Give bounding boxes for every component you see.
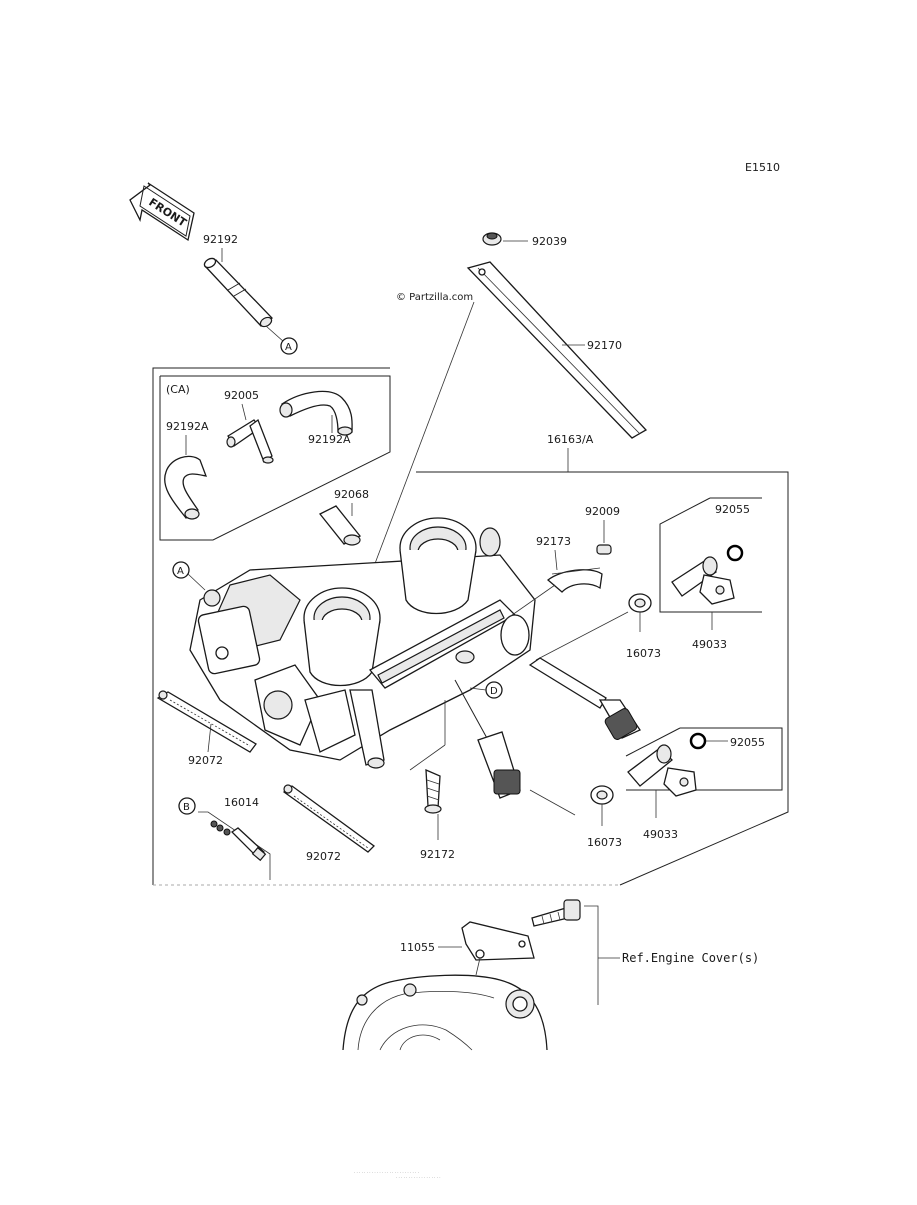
- label-49033-top: 49033: [692, 638, 727, 651]
- sensor-harness-icon: [528, 657, 641, 740]
- throttle-body-assembly: [189, 517, 536, 769]
- ref-engine-cover-text: Ref.Engine Cover(s): [622, 951, 759, 965]
- label-49033-bottom: 49033: [643, 828, 678, 841]
- label-11055: 11055: [400, 941, 435, 954]
- injector-group-bottom-frame: [626, 727, 783, 791]
- bracket-11055-icon: [461, 921, 535, 961]
- hose-92192-icon: [203, 257, 273, 328]
- clip-92039-icon: [482, 232, 502, 246]
- label-92009: 92009: [585, 505, 620, 518]
- label-92039: 92039: [532, 235, 567, 248]
- connector-icon: [454, 679, 521, 799]
- bolt-92172-icon: [424, 768, 442, 814]
- assembly-frame-outline: [416, 471, 789, 886]
- label-16073-top: 16073: [626, 647, 661, 660]
- callout-b: [178, 797, 196, 815]
- washer-16073-top-icon: [628, 593, 652, 613]
- callout-a-top-label: A: [285, 342, 292, 353]
- label-16073-bottom: 16073: [587, 836, 622, 849]
- label-92192: 92192: [203, 233, 238, 246]
- hose-92192a-left-icon: [164, 455, 208, 520]
- variant-label: (CA): [166, 383, 190, 396]
- label-16014: 16014: [224, 796, 259, 809]
- ca-inset-box: [152, 367, 391, 885]
- label-92192a-right: 92192A: [308, 433, 351, 446]
- spring-set-16014-icon: [210, 820, 267, 862]
- washer-16073-bottom-icon: [590, 785, 614, 805]
- callout-a-left-label: A: [177, 566, 184, 577]
- footer-fine-print-2: · · · · · · · · · · · · · · · · · ·: [396, 1175, 441, 1180]
- injector-49033-bottom-icon: [627, 744, 697, 797]
- label-92005: 92005: [224, 389, 259, 402]
- band-92170-icon: [466, 261, 648, 439]
- label-92192a-left: 92192A: [166, 420, 209, 433]
- sleeve-92068-icon: [318, 505, 362, 546]
- footer-fine-print-1: · · · · · · · · · · · · · · · · · · · · …: [354, 1170, 419, 1175]
- watermark: © Partzilla.com: [396, 292, 473, 303]
- label-92172: 92172: [420, 848, 455, 861]
- label-92055-bottom: 92055: [730, 736, 765, 749]
- cable-tie-92072-left-icon: [156, 690, 257, 753]
- tee-joint-92005-icon: [226, 418, 274, 464]
- label-92068: 92068: [334, 488, 369, 501]
- callout-a-top: [280, 337, 298, 355]
- label-16163a: 16163/A: [547, 433, 594, 446]
- callout-b-label: B: [183, 802, 190, 813]
- diagram-code: E1510: [745, 161, 780, 174]
- injector-49033-top-icon: [671, 556, 735, 605]
- label-92170: 92170: [587, 339, 622, 352]
- callout-d-label: D: [490, 686, 498, 697]
- front-arrow-icon: FRONT: [129, 182, 195, 242]
- oring-92055-bottom-icon: [689, 732, 707, 750]
- label-92173: 92173: [536, 535, 571, 548]
- injector-group-top-frame: [659, 497, 762, 613]
- cable-tie-92072-bottom-icon: [282, 784, 375, 853]
- oring-92055-top-icon: [726, 544, 744, 562]
- label-92072-left: 92072: [188, 754, 223, 767]
- clamp-92173-icon: [546, 567, 603, 593]
- screw-92009-icon: [596, 544, 612, 555]
- engine-cover-icon: [342, 974, 548, 1051]
- bolt-engine-cover-icon: [531, 899, 581, 927]
- hose-92192a-right-icon: [279, 390, 353, 436]
- label-92072-bottom: 92072: [306, 850, 341, 863]
- callout-a-left: [172, 561, 190, 579]
- label-92055-top: 92055: [715, 503, 750, 516]
